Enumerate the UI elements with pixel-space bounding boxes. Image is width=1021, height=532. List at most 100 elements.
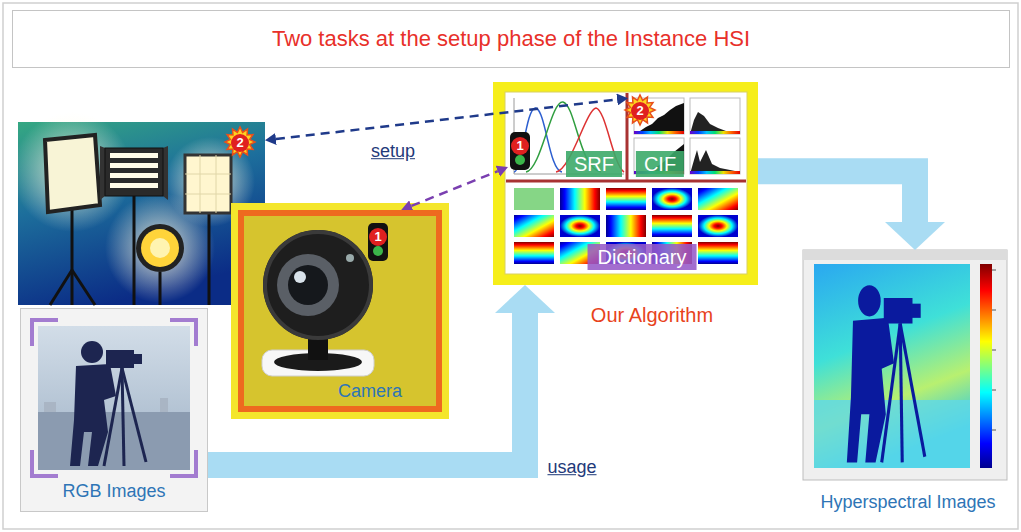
studio-lights-photo xyxy=(133,196,136,305)
rgb-photo xyxy=(160,398,168,412)
algorithm-panel xyxy=(514,242,554,264)
algorithm-panel xyxy=(652,188,692,210)
edge-label: setup xyxy=(369,141,417,163)
callout-number: 1 xyxy=(369,228,387,246)
panel-tag: Dictionary xyxy=(588,244,697,270)
studio-lights-photo xyxy=(150,238,170,258)
webcam-illustration xyxy=(231,203,449,419)
callout-number: 1 xyxy=(511,137,529,155)
hyperspectral-image xyxy=(814,400,970,468)
algorithm-panel xyxy=(634,131,684,134)
algorithm-panel xyxy=(560,188,600,210)
title-bar: Two tasks at the setup phase of the Inst… xyxy=(12,10,1010,68)
rgb-photo xyxy=(70,341,146,466)
webcam-illustration xyxy=(263,230,373,340)
dashed-connector xyxy=(411,171,497,206)
algorithm-panel xyxy=(690,171,740,174)
title: Two tasks at the setup phase of the Inst… xyxy=(272,26,750,52)
studio-lights-photo xyxy=(110,153,158,158)
cif-panel: 2CIF xyxy=(628,94,746,180)
box-label: Hyperspectral Images xyxy=(820,492,995,514)
webcam-illustration xyxy=(288,265,328,305)
hyperspectral-image xyxy=(980,264,992,468)
algorithm-panel xyxy=(698,188,738,210)
algorithm-panel xyxy=(560,215,600,237)
webcam-illustration xyxy=(265,232,371,338)
box-label: RGB Images xyxy=(62,481,165,503)
webcam-illustration xyxy=(294,271,306,283)
edge-label: usage xyxy=(545,457,598,479)
studio-lights-photo xyxy=(71,208,74,305)
flow-arrow xyxy=(758,171,915,222)
studio-lights-photo xyxy=(163,146,168,200)
rgb-photo xyxy=(38,412,190,470)
studio-lights-photo xyxy=(185,155,231,213)
webcam-illustration xyxy=(238,210,442,412)
hyperspectral-image xyxy=(814,264,970,468)
studio-lights-photo xyxy=(110,183,158,188)
studio-lights-photo xyxy=(100,146,105,200)
flow-arrow xyxy=(208,313,525,465)
algorithm-panel xyxy=(690,131,740,134)
callout-number: 2 xyxy=(231,134,249,152)
hyperspectral-image xyxy=(803,250,1007,260)
callout-number: 2 xyxy=(631,102,649,120)
studio-lights-photo xyxy=(208,213,211,305)
result-image-box: Hyperspectral Images xyxy=(800,250,1012,518)
algorithm-panel xyxy=(626,93,629,181)
dictionary-panel: Dictionary xyxy=(508,184,746,273)
webcam-illustration xyxy=(346,254,354,262)
algorithm-panel xyxy=(690,138,740,174)
algorithm-panel xyxy=(698,215,738,237)
studio-lights-photo xyxy=(136,224,184,272)
box-heading: Our Algorithm xyxy=(591,303,713,327)
image-box: RGB Images xyxy=(20,308,208,512)
algorithm-panel xyxy=(514,188,554,210)
rgb-photo xyxy=(38,326,190,470)
outer-frame xyxy=(3,3,1018,529)
webcam-illustration xyxy=(368,223,388,261)
algorithm-panel xyxy=(625,95,655,125)
algorithm-panel xyxy=(493,82,758,285)
rgb-photo xyxy=(44,402,56,412)
rgb-photo xyxy=(20,308,208,512)
algorithm-panel xyxy=(652,215,692,237)
algorithm-panel xyxy=(505,92,747,274)
studio-lights-photo xyxy=(72,270,95,305)
algorithm-box: 1SRF2CIFDictionaryOur Algorithm xyxy=(493,82,758,285)
rgb-photo xyxy=(20,308,208,512)
rgb-photo xyxy=(32,320,196,476)
algorithm-panel xyxy=(698,242,738,264)
webcam-illustration xyxy=(277,254,339,316)
studio-lights-photo xyxy=(185,155,231,213)
dashed-connector xyxy=(276,100,617,139)
algorithm-panel xyxy=(493,82,758,285)
algorithm-panel xyxy=(690,112,740,134)
algorithm-panel xyxy=(606,215,646,237)
studio-lights-photo xyxy=(225,127,255,157)
camera-box: 1Camera xyxy=(238,210,442,412)
box-label: Camera xyxy=(338,381,402,403)
hyperspectral-image xyxy=(803,250,1007,480)
algorithm-panel xyxy=(510,132,530,170)
studio-lights-photo xyxy=(110,173,158,178)
panel-tag: SRF xyxy=(566,151,622,177)
photo-panel: 2 xyxy=(18,122,265,305)
studio-lights-photo xyxy=(141,229,179,267)
algorithm-panel xyxy=(690,150,740,174)
studio-lights-photo xyxy=(105,148,163,196)
algorithm-panel xyxy=(514,215,554,237)
srf-panel: 1SRF xyxy=(508,94,626,180)
hyperspectral-image xyxy=(992,270,996,430)
algorithm-panel xyxy=(506,180,746,183)
studio-lights-photo xyxy=(12,112,265,305)
studio-lights-photo xyxy=(159,272,162,305)
hyperspectral-image xyxy=(847,285,925,462)
studio-lights-photo xyxy=(50,270,72,305)
studio-lights-photo xyxy=(45,135,100,212)
panel-tag: CIF xyxy=(636,151,684,177)
webcam-illustration xyxy=(231,203,449,419)
algorithm-panel xyxy=(690,98,740,134)
